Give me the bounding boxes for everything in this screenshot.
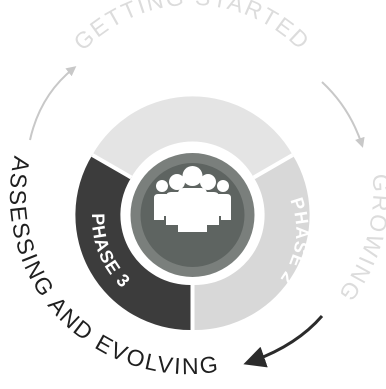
arrow-to-growing-icon xyxy=(321,81,365,148)
segment-separators xyxy=(91,153,294,330)
phase-2-segment xyxy=(192,155,310,331)
getting-started-label: GETTING STARTED xyxy=(68,0,315,55)
phase-1-label: PHASE 1 xyxy=(145,61,240,92)
arrow-to-getting-started-icon xyxy=(29,66,77,141)
arrow-to-assessing-icon xyxy=(243,315,324,368)
phase-3-segment xyxy=(75,155,193,331)
phase-1-segment xyxy=(92,96,293,178)
people-group-icon xyxy=(154,166,231,232)
growing-label: GROWING xyxy=(333,173,386,307)
